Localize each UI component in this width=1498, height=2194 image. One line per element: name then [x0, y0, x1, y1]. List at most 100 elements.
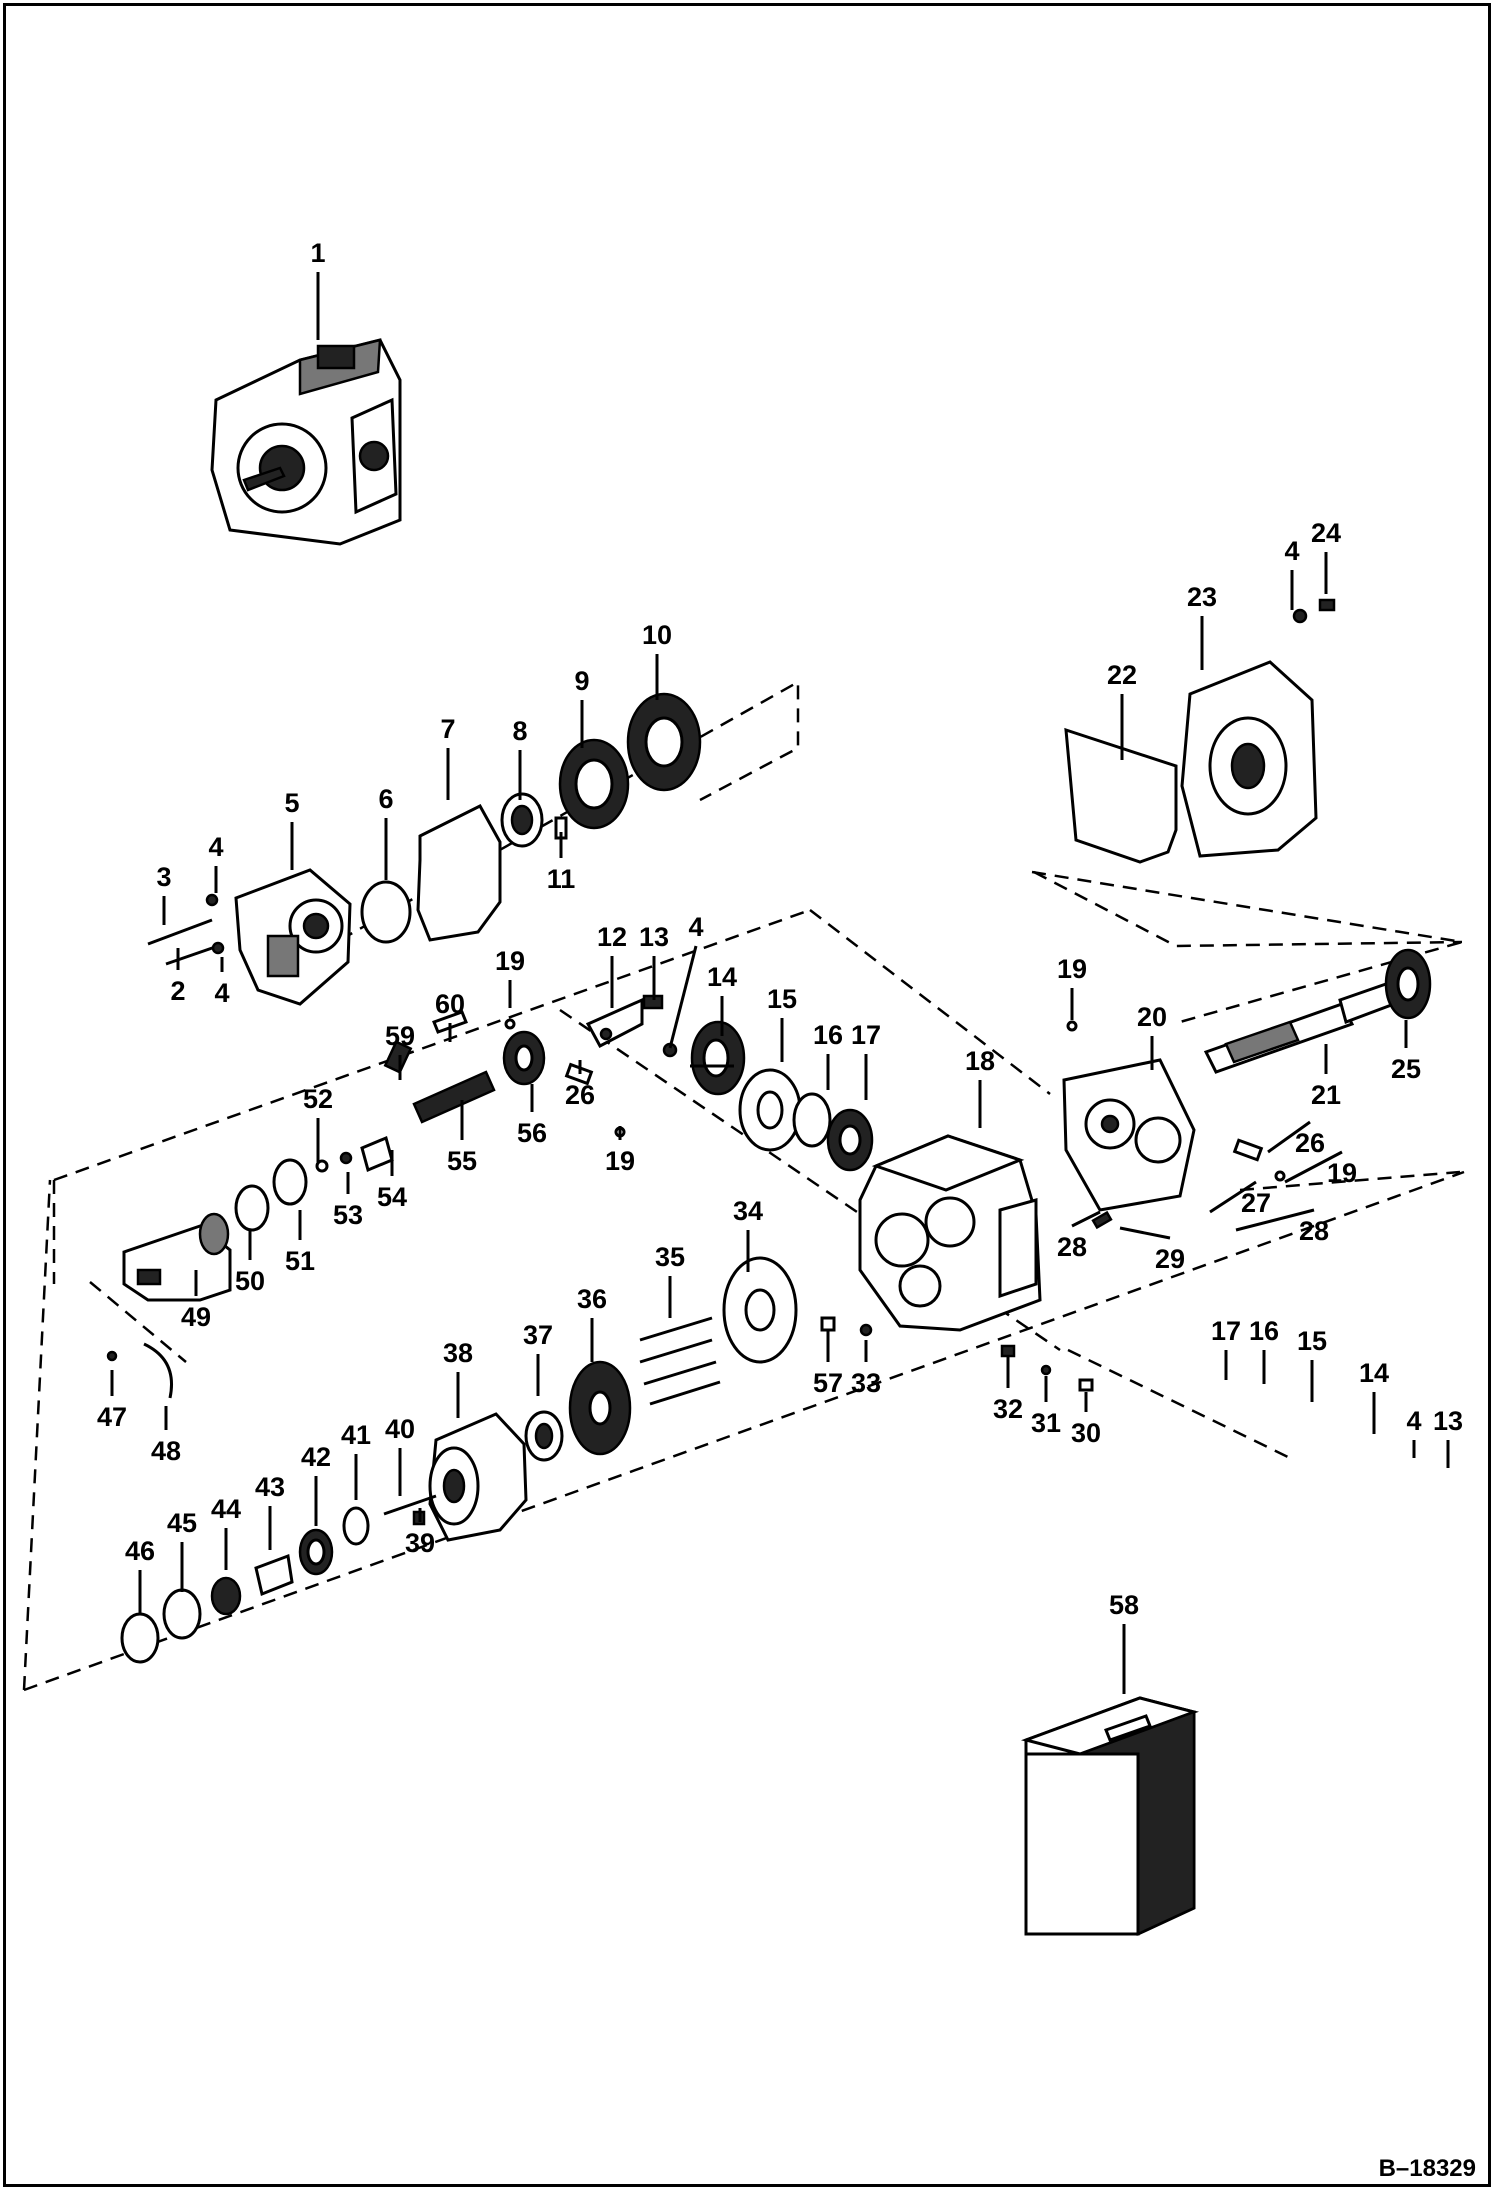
callout-c43: 43 [255, 1472, 285, 1550]
swashplate-part-10 [626, 692, 702, 792]
block-spring-parts-39-46 [120, 1494, 437, 1664]
callout-c10: 10 [642, 620, 672, 700]
callout-number: 19 [1057, 954, 1087, 984]
callout-number: 40 [385, 1414, 415, 1444]
callout-c6: 6 [378, 784, 394, 880]
callout-number: 5 [284, 788, 299, 818]
callout-c59: 59 [385, 1021, 415, 1080]
callout-number: 28 [1057, 1232, 1087, 1262]
callout-c55: 55 [447, 1100, 477, 1176]
callout-number: 46 [125, 1536, 155, 1566]
callout-c47: 47 [97, 1370, 127, 1432]
callout-number: 19 [495, 946, 525, 976]
callout-c26b: 26 [1267, 1120, 1325, 1158]
callout-number: 32 [993, 1394, 1023, 1424]
ring-part-51 [272, 1158, 308, 1206]
callout-number: 27 [1241, 1188, 1271, 1218]
callout-c9: 9 [574, 666, 590, 748]
servo-parts-52-54 [315, 1135, 394, 1173]
charge-pump-part-23 [1180, 660, 1318, 858]
callout-number: 60 [435, 989, 465, 1019]
callout-number: 18 [965, 1046, 995, 1076]
callout-c41: 41 [341, 1420, 371, 1500]
callout-c4d: 4 [1284, 536, 1300, 610]
callout-c56: 56 [517, 1084, 547, 1148]
control-housing-part-5 [234, 868, 352, 1006]
callout-number: 23 [1187, 582, 1217, 612]
callout-c34: 34 [733, 1196, 763, 1272]
callout-number: 13 [1433, 1406, 1463, 1436]
leader-line [668, 945, 698, 1049]
callout-number: 11 [547, 864, 576, 894]
callout-number: 37 [523, 1320, 553, 1350]
callout-c36: 36 [577, 1284, 607, 1362]
callout-number: 38 [443, 1338, 473, 1368]
callout-c12: 12 [597, 922, 627, 1008]
callout-number: 14 [707, 962, 737, 992]
callout-c18: 18 [965, 1046, 995, 1128]
cylinder-block-part-38 [428, 1412, 528, 1542]
callout-number: 25 [1391, 1054, 1421, 1084]
callout-c32: 32 [993, 1356, 1023, 1424]
drawing-number: B–18329 [1379, 2155, 1476, 2182]
callout-number: 12 [597, 922, 627, 952]
callout-number: 15 [1297, 1326, 1327, 1356]
callout-number: 19 [605, 1146, 635, 1176]
callout-c15b: 15 [1297, 1326, 1327, 1402]
leader-line [1119, 1226, 1171, 1240]
callout-c4a: 4 [208, 832, 224, 893]
callout-number: 8 [512, 716, 527, 746]
bearing-part-8 [500, 792, 544, 848]
callout-c22: 22 [1107, 660, 1137, 760]
spring-part-42 [298, 1528, 334, 1576]
callout-number: 15 [767, 984, 797, 1014]
callout-number: 49 [181, 1302, 211, 1332]
callout-number: 30 [1071, 1418, 1101, 1448]
callout-c15a: 15 [767, 984, 797, 1062]
callout-number: 4 [1284, 536, 1299, 566]
callout-c57: 57 [813, 1330, 843, 1398]
callout-c27: 27 [1209, 1180, 1271, 1218]
callout-c31: 31 [1031, 1376, 1061, 1438]
callout-number: 16 [1249, 1316, 1279, 1346]
callout-c29: 29 [1119, 1226, 1185, 1274]
callout-number: 19 [1327, 1158, 1357, 1188]
callout-c7: 7 [440, 714, 456, 800]
callout-c5: 5 [284, 788, 300, 870]
callout-c28a: 28 [1057, 1210, 1101, 1262]
callout-c23: 23 [1187, 582, 1217, 670]
bolt-part-24 [1292, 598, 1336, 624]
retainer-plate-part-36 [568, 1360, 632, 1456]
oring-part-6 [360, 880, 412, 944]
callout-number: 31 [1031, 1408, 1061, 1438]
callout-c38: 38 [443, 1338, 473, 1418]
callout-c52: 52 [303, 1084, 333, 1162]
callout-c19b: 19 [605, 1126, 635, 1176]
callout-c20: 20 [1137, 1002, 1167, 1070]
callout-number: 28 [1299, 1216, 1329, 1246]
leader-line [1284, 1150, 1343, 1184]
valve-plate-part-34 [722, 1256, 798, 1364]
seal-part-9 [558, 738, 630, 830]
callout-number: 26 [565, 1080, 595, 1110]
shaft-part-21 [1203, 982, 1396, 1074]
callout-number: 13 [639, 922, 669, 952]
callout-number: 3 [156, 862, 171, 892]
callout-number: 50 [235, 1266, 265, 1296]
callout-c2: 2 [170, 948, 186, 1006]
callout-number: 57 [813, 1368, 843, 1398]
callout-number: 44 [211, 1494, 241, 1524]
callout-c46: 46 [125, 1536, 155, 1614]
callout-c16a: 16 [813, 1020, 843, 1090]
cover-part-14 [690, 1020, 746, 1096]
callout-c60: 60 [435, 989, 465, 1042]
spring-part-55 [412, 1070, 496, 1124]
servo-piston-part-49 [122, 1212, 232, 1302]
callout-c54: 54 [377, 1150, 407, 1212]
callout-c58: 58 [1109, 1590, 1139, 1694]
callout-c42: 42 [301, 1442, 331, 1526]
callout-c17b: 17 [1211, 1316, 1241, 1380]
callout-c51: 51 [285, 1210, 315, 1276]
callout-number: 42 [301, 1442, 331, 1472]
